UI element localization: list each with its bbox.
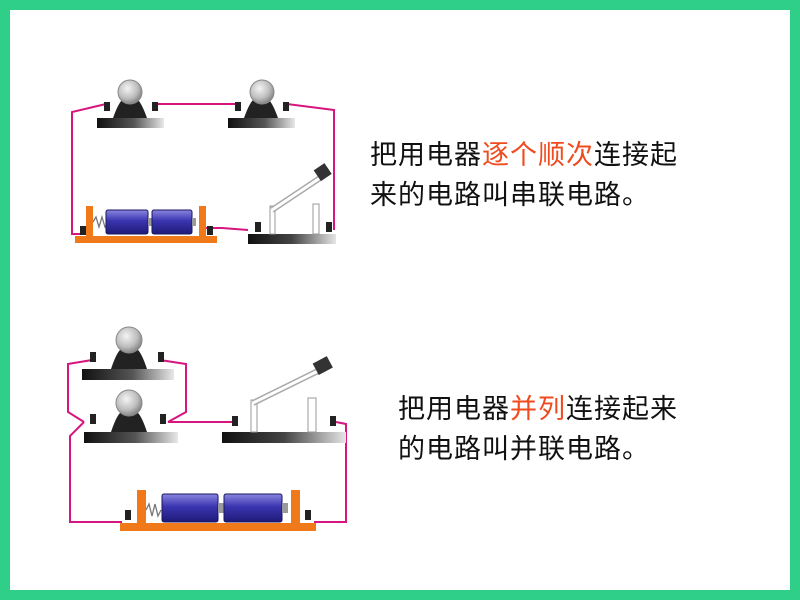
bulb-lamp-icon — [97, 79, 164, 128]
parallel-caption-highlight: 并列 — [510, 394, 566, 425]
battery-holder-icon — [120, 490, 316, 531]
parallel-circuit-caption: 把用电器并列连接起来 的电路叫并联电路。 — [398, 390, 758, 470]
parallel-circuit — [67, 326, 347, 531]
parallel-caption-text: 把用电器 — [398, 394, 510, 425]
parallel-wires — [67, 359, 347, 523]
series-caption-line2: 来的电路叫串联电路。 — [370, 180, 650, 211]
circuit-diagrams — [67, 79, 347, 531]
series-caption-line1: 把用电器逐个顺次连接起 — [370, 136, 750, 176]
parallel-caption-line2: 的电路叫并联电路。 — [398, 434, 650, 465]
series-caption-text: 把用电器 — [370, 140, 482, 171]
bulb-lamp-icon — [228, 79, 295, 128]
knife-switch-icon — [248, 163, 336, 244]
series-circuit — [71, 79, 336, 244]
parallel-caption-line1: 把用电器并列连接起来 — [398, 390, 758, 430]
parallel-caption-text: 连接起来 — [566, 394, 678, 425]
bulb-lamp-icon — [82, 326, 174, 380]
series-caption-text: 连接起 — [594, 140, 678, 171]
slide: 把用电器逐个顺次连接起 来的电路叫串联电路。 把用电器并列连接起来 的电路叫并联… — [10, 10, 790, 590]
series-circuit-caption: 把用电器逐个顺次连接起 来的电路叫串联电路。 — [370, 136, 750, 216]
bulb-lamp-icon — [84, 389, 178, 443]
battery-holder-icon — [75, 206, 217, 243]
knife-switch-icon — [222, 356, 346, 443]
series-caption-highlight: 逐个顺次 — [482, 140, 594, 171]
